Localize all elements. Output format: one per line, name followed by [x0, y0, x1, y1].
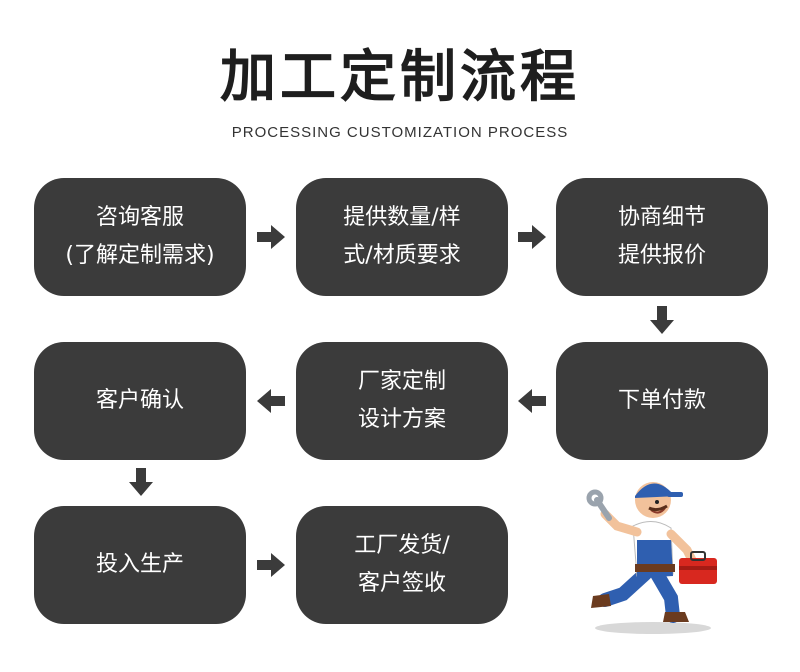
arrow-right-icon — [518, 225, 546, 249]
arrow-right-icon — [257, 553, 285, 577]
worker-mascot-illustration — [575, 466, 725, 636]
step-production: 投入生产 — [34, 506, 246, 624]
arrow-right-icon — [257, 225, 285, 249]
step-factory-design-line2: 设计方案 — [357, 407, 446, 432]
step-provide-requirements: 提供数量/样 式/材质要求 — [296, 178, 508, 296]
step-factory-design-line1: 厂家定制 — [357, 369, 446, 394]
step-negotiate-quote-line1: 协商细节 — [617, 205, 706, 230]
step-payment: 下单付款 — [556, 342, 768, 460]
step-shipping-receipt-line2: 客户签收 — [357, 571, 446, 596]
step-production-line1: 投入生产 — [95, 552, 184, 577]
step-customer-confirm-line1: 客户确认 — [95, 388, 184, 413]
step-shipping-receipt-line1: 工厂发货/ — [354, 533, 450, 558]
arrow-down-icon — [129, 468, 153, 496]
step-customer-confirm: 客户确认 — [34, 342, 246, 460]
page-title: 加工定制流程 — [220, 45, 580, 110]
arrow-left-icon — [518, 389, 546, 413]
step-negotiate-quote-line2: 提供报价 — [617, 243, 706, 268]
step-consult: 咨询客服 (了解定制需求) — [34, 178, 246, 296]
arrow-left-icon — [257, 389, 285, 413]
step-shipping-receipt: 工厂发货/ 客户签收 — [296, 506, 508, 624]
step-consult-line2: (了解定制需求) — [65, 243, 215, 268]
arrow-down-icon — [650, 306, 674, 334]
page-subtitle: PROCESSING CUSTOMIZATION PROCESS — [231, 124, 569, 141]
step-factory-design: 厂家定制 设计方案 — [296, 342, 508, 460]
step-provide-requirements-line2: 式/材质要求 — [343, 243, 461, 268]
step-negotiate-quote: 协商细节 提供报价 — [556, 178, 768, 296]
step-payment-line1: 下单付款 — [617, 388, 706, 413]
step-consult-line1: 咨询客服 — [95, 205, 184, 230]
step-provide-requirements-line1: 提供数量/样 — [343, 205, 461, 230]
